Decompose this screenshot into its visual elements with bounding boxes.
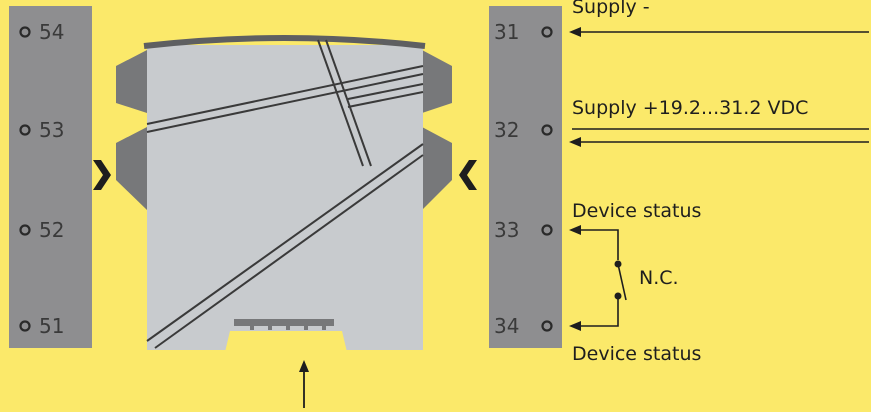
left-terminal-strip	[9, 6, 92, 348]
left-terminal-block: 54 53 52 51	[9, 6, 92, 348]
device-body	[147, 45, 423, 350]
device-left-clip-upper	[116, 50, 147, 113]
device-status-top-label: Device status	[572, 200, 701, 222]
connector-pin	[304, 326, 308, 330]
terminal-number: 53	[39, 118, 64, 142]
connector-pin	[286, 326, 290, 330]
right-terminal-34: 34	[494, 314, 553, 338]
left-terminal-53: 53	[19, 118, 64, 142]
right-terminal-33: 33	[494, 218, 553, 242]
terminal-number: 51	[39, 314, 64, 338]
device-right-clip-lower	[422, 127, 452, 210]
supply-plus-label: Supply +19.2...31.2 VDC	[572, 97, 808, 119]
device-top-edge	[143, 35, 426, 49]
terminal-number: 34	[494, 314, 519, 338]
right-terminal-strip	[489, 6, 562, 348]
device-left-clip-lower	[116, 127, 147, 210]
terminal-number: 31	[494, 20, 519, 44]
left-terminal-54: 54	[19, 20, 64, 44]
device-right-clip-upper	[422, 50, 452, 113]
connector-bar	[234, 319, 334, 326]
connector-pin	[268, 326, 272, 330]
left-terminal-52: 52	[19, 218, 64, 242]
connector-pin	[250, 326, 254, 330]
terminal-number: 33	[494, 218, 519, 242]
chevron-right-icon	[93, 160, 111, 190]
terminal-screw-icon	[541, 224, 553, 236]
terminal-screw-icon	[19, 124, 31, 136]
contact-node-icon	[614, 260, 622, 268]
terminal-screw-icon	[19, 26, 31, 38]
device-module	[116, 35, 452, 352]
left-terminal-51: 51	[19, 314, 64, 338]
status-arrow-top	[569, 225, 581, 235]
terminal-number: 32	[494, 118, 519, 142]
device-bottom-notch	[225, 331, 347, 352]
connector-pin	[322, 326, 326, 330]
right-terminal-31: 31	[494, 20, 553, 44]
terminal-screw-icon	[541, 124, 553, 136]
supply-minus-label: Supply -	[572, 0, 650, 18]
terminal-screw-icon	[541, 26, 553, 38]
terminal-screw-icon	[541, 320, 553, 332]
bottom-arrow	[299, 360, 309, 408]
device-status-contact	[579, 229, 627, 327]
terminal-screw-icon	[19, 224, 31, 236]
supply-plus-wire	[569, 128, 869, 147]
contact-node-icon	[614, 292, 622, 300]
status-arrow-bottom	[569, 321, 581, 331]
terminal-number: 54	[39, 20, 64, 44]
right-terminal-32: 32	[494, 118, 553, 142]
device-face-lines	[146, 39, 424, 349]
right-terminal-block: 31 32 33 34	[489, 6, 562, 348]
terminal-screw-icon	[19, 320, 31, 332]
terminal-number: 52	[39, 218, 64, 242]
chevron-left-icon	[459, 160, 477, 190]
supply-minus-wire	[569, 27, 869, 37]
nc-label: N.C.	[639, 267, 679, 289]
device-status-bottom-label: Device status	[572, 343, 701, 365]
